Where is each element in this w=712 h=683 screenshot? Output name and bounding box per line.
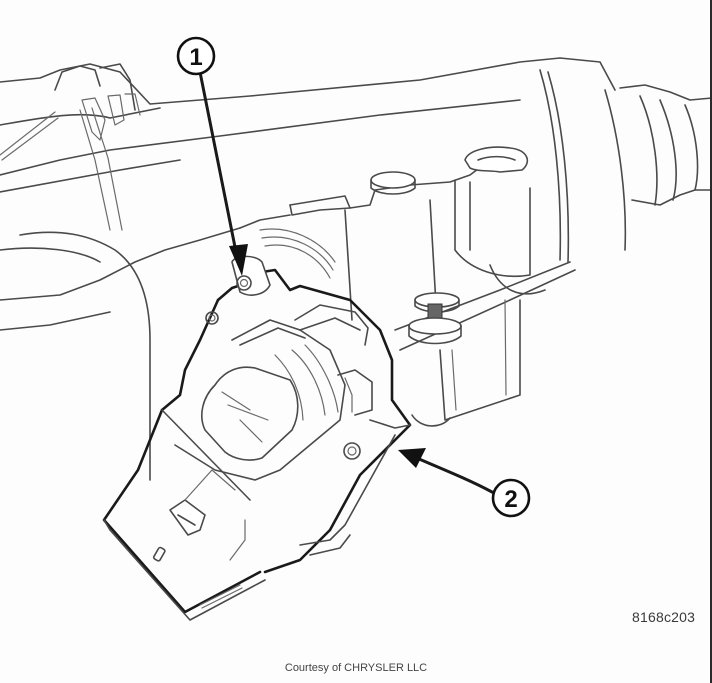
courtesy-caption: Courtesy of CHRYSLER LLC (284, 662, 428, 674)
callout-1: 1 (176, 36, 216, 76)
figure-code: 8168c203 (632, 609, 696, 625)
lock-housing (239, 146, 576, 427)
image-border (710, 0, 712, 683)
callout-1-label: 1 (189, 44, 202, 71)
steering-column-shaft (0, 57, 712, 481)
electrical-connector (102, 408, 266, 621)
callout-leaders (198, 70, 494, 494)
callout-2: 2 (491, 478, 531, 518)
callout-2-label: 2 (504, 486, 517, 513)
